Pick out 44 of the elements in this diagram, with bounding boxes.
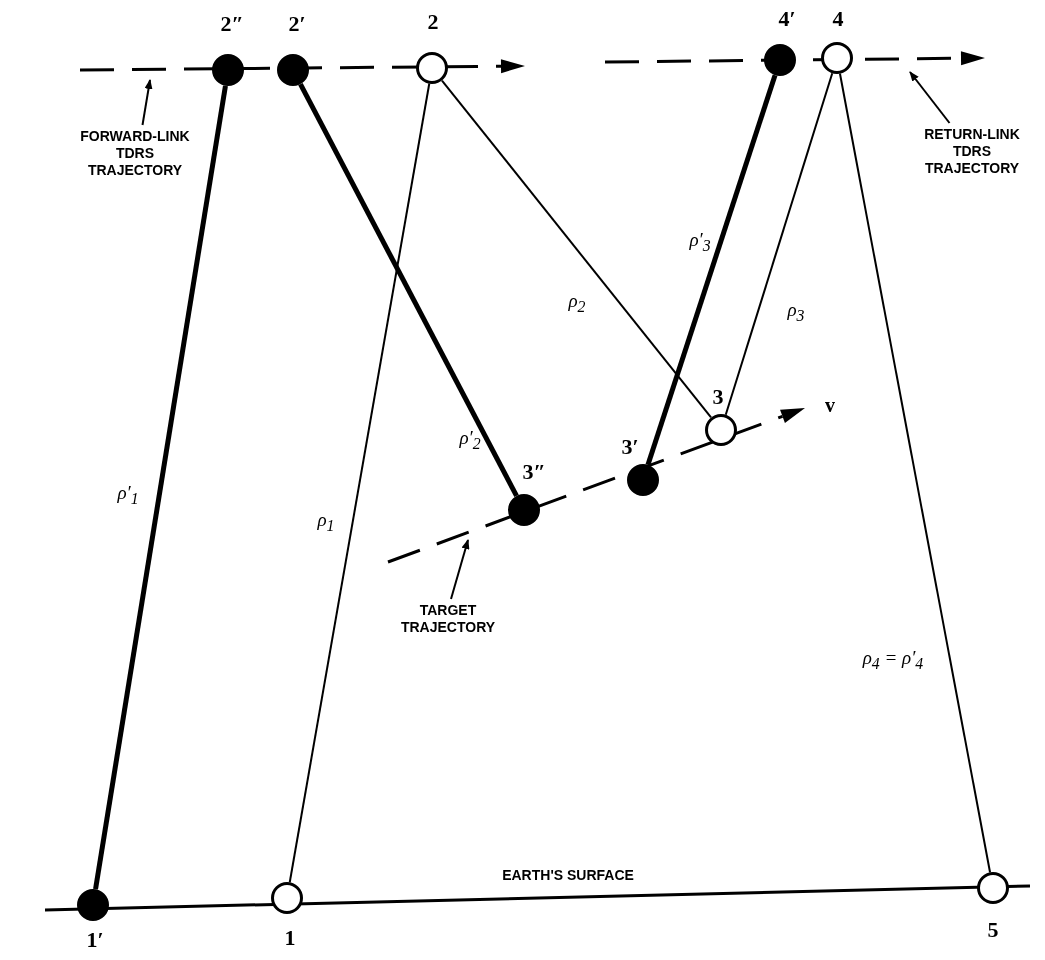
open-point-marker <box>977 872 1009 904</box>
leader-arrow <box>450 539 470 600</box>
point-label: 5 <box>987 917 999 943</box>
range-line <box>441 79 712 419</box>
filled-point-marker <box>277 54 309 86</box>
edge-label: ρ$_{1}$ <box>317 509 335 535</box>
range-line <box>298 83 519 497</box>
open-point-marker <box>271 882 303 914</box>
leader-arrow <box>141 79 153 126</box>
open-point-marker <box>821 42 853 74</box>
point-label: 1 <box>284 925 296 951</box>
filled-point-marker <box>212 54 244 86</box>
filled-point-marker <box>508 494 540 526</box>
point-label: 4 <box>832 6 844 32</box>
edge-label: ρ$_{2}$ <box>568 290 586 316</box>
edge-label: ρ′$_{2}$ <box>459 427 481 453</box>
open-point-marker <box>705 414 737 446</box>
edge-label: ρ′$_{1}$ <box>117 482 139 508</box>
range-line <box>288 82 431 884</box>
range-line <box>838 72 992 874</box>
range-line <box>724 72 834 416</box>
point-label: 2 <box>427 9 439 35</box>
point-label: 4′ <box>778 6 796 32</box>
velocity-label: v <box>825 393 835 417</box>
range-line <box>645 74 778 466</box>
point-label: 2′ <box>288 11 306 37</box>
trajectory-caption: RETURN-LINK TDRS TRAJECTORY <box>897 126 1045 177</box>
point-label: 1′ <box>86 927 104 953</box>
filled-point-marker <box>77 889 109 921</box>
open-point-marker <box>416 52 448 84</box>
leader-arrow <box>909 71 951 124</box>
edge-label: ρ$_{3}$ <box>787 299 805 325</box>
edge-label: ρ′$_{3}$ <box>689 229 711 255</box>
filled-point-marker <box>764 44 796 76</box>
filled-point-marker <box>627 464 659 496</box>
point-label: 3′ <box>621 434 639 460</box>
point-label: 3 <box>712 384 724 410</box>
edge-label: ρ$_{4}$ = ρ′$_{4}$ <box>862 647 924 673</box>
surface-label: EARTH'S SURFACE <box>502 867 634 883</box>
point-label: 2″ <box>220 11 244 37</box>
trajectory-caption: TARGET TRAJECTORY <box>373 602 523 636</box>
range-line <box>93 85 228 890</box>
point-label: 3″ <box>522 459 546 485</box>
trajectory-caption: FORWARD-LINK TDRS TRAJECTORY <box>60 128 210 179</box>
